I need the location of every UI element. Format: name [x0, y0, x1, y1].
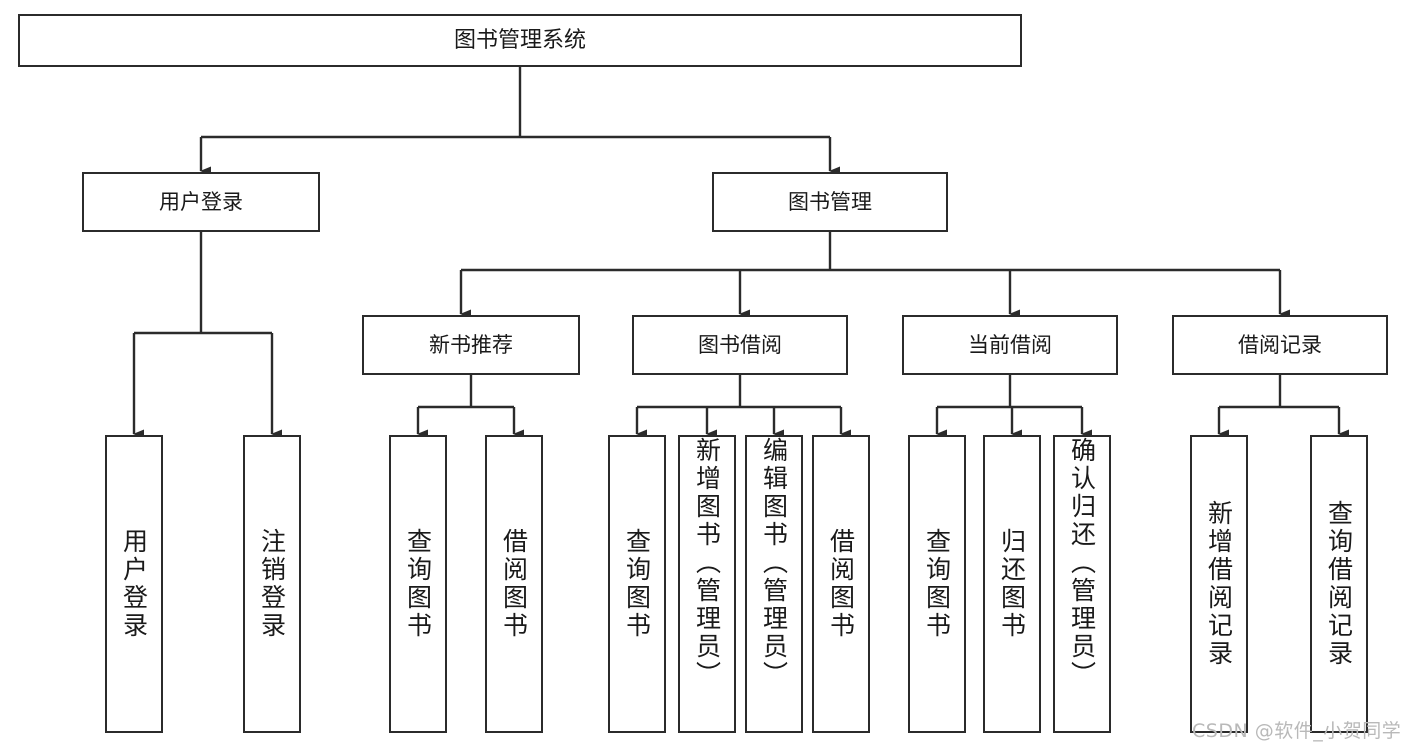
node-label: 借阅图书	[499, 528, 529, 640]
node-a-bor-edit: 编辑图书（管理员）	[745, 435, 803, 733]
node-label: 新增图书（管理员）	[692, 437, 722, 689]
node-label: 用户登录	[159, 189, 243, 214]
node-a-rec-add: 新增借阅记录	[1190, 435, 1248, 733]
node-label: 编辑图书（管理员）	[759, 437, 789, 689]
node-label: 查询图书	[922, 528, 952, 640]
node-label: 图书管理	[788, 189, 872, 214]
node-a-bor-lend: 借阅图书	[812, 435, 870, 733]
node-a-rec-q: 查询借阅记录	[1310, 435, 1368, 733]
node-label: 图书借阅	[698, 332, 782, 357]
node-label: 查询借阅记录	[1324, 500, 1354, 668]
node-a-new-b: 借阅图书	[485, 435, 543, 733]
node-label: 新增借阅记录	[1204, 500, 1234, 668]
node-root: 图书管理系统	[18, 14, 1022, 67]
node-label: 图书管理系统	[453, 27, 586, 53]
node-label: 借阅记录	[1238, 332, 1322, 357]
node-label: 当前借阅	[968, 332, 1052, 357]
node-a-login: 用户登录	[105, 435, 163, 733]
node-f-record: 借阅记录	[1172, 315, 1388, 375]
node-label: 确认归还（管理员）	[1067, 437, 1097, 689]
node-label: 借阅图书	[826, 528, 856, 640]
node-f-current: 当前借阅	[902, 315, 1118, 375]
node-a-cur-conf: 确认归还（管理员）	[1053, 435, 1111, 733]
node-m-login: 用户登录	[82, 172, 320, 232]
node-label: 归还图书	[997, 528, 1027, 640]
node-f-borrow: 图书借阅	[632, 315, 848, 375]
edge-paths	[132, 67, 1349, 439]
node-m-book: 图书管理	[712, 172, 948, 232]
node-a-cur-q: 查询图书	[908, 435, 966, 733]
node-a-bor-add: 新增图书（管理员）	[678, 435, 736, 733]
node-label: 新书推荐	[429, 332, 513, 357]
node-f-new: 新书推荐	[362, 315, 580, 375]
node-a-new-q: 查询图书	[389, 435, 447, 733]
node-a-cur-ret: 归还图书	[983, 435, 1041, 733]
watermark: CSDN @软件_小贺同学	[1192, 720, 1402, 742]
node-label: 用户登录	[119, 528, 149, 640]
node-label: 查询图书	[403, 528, 433, 640]
node-label: 注销登录	[257, 528, 287, 640]
node-a-bor-q: 查询图书	[608, 435, 666, 733]
node-a-logout: 注销登录	[243, 435, 301, 733]
node-label: 查询图书	[622, 528, 652, 640]
